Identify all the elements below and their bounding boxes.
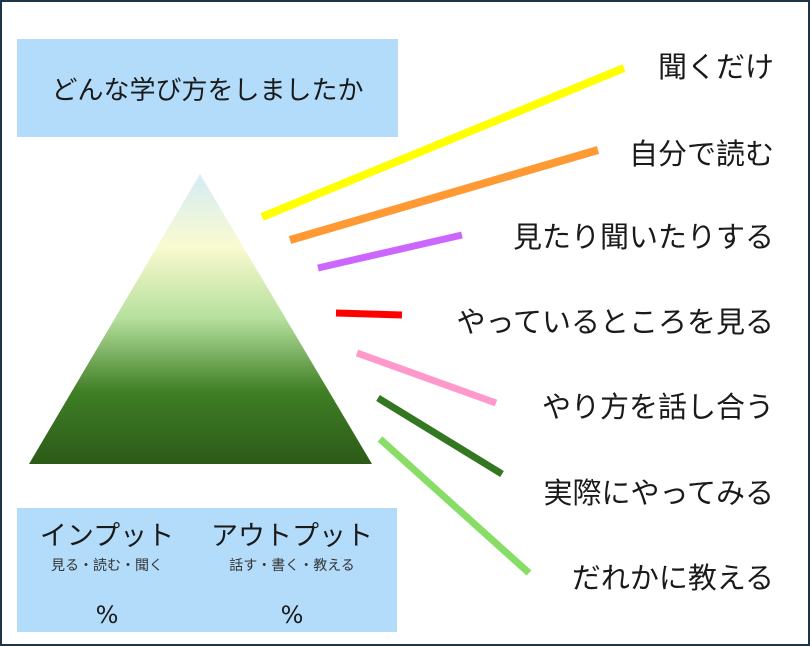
output-column: アウトプット 話す・書く・教える %: [207, 514, 377, 629]
level-label: 聞くだけ: [657, 50, 774, 84]
input-sub: 見る・読む・聞く: [51, 558, 163, 574]
level-label: 見たり聞いたりする: [512, 220, 774, 254]
input-heading: インプット: [39, 521, 175, 552]
title-box: どんな学び方をしましたか: [17, 39, 398, 137]
level-label: 実際にやってみる: [543, 476, 774, 510]
line-demonstration: [335, 309, 403, 319]
line-discussion: [355, 349, 498, 407]
level-label: だれかに教える: [571, 561, 774, 595]
line-read: [288, 146, 600, 244]
line-audiovisual: [317, 231, 463, 272]
level-label: やり方を話し合う: [541, 390, 774, 424]
output-sub: 話す・書く・教える: [229, 558, 355, 574]
line-listen: [260, 64, 626, 221]
input-column: インプット 見る・読む・聞く %: [37, 514, 177, 629]
level-label: やっているところを見る: [456, 305, 774, 339]
pyramid-triangle: [29, 174, 372, 464]
line-teach: [377, 436, 532, 576]
input-percent: %: [95, 601, 119, 629]
output-heading: アウトプット: [211, 521, 373, 552]
title: どんな学び方をしましたか: [51, 75, 364, 106]
input-output-box: インプット 見る・読む・聞く % アウトプット 話す・書く・教える %: [17, 508, 397, 632]
level-label: 自分で読む: [628, 137, 774, 171]
output-percent: %: [280, 601, 304, 629]
line-practice: [376, 395, 504, 477]
